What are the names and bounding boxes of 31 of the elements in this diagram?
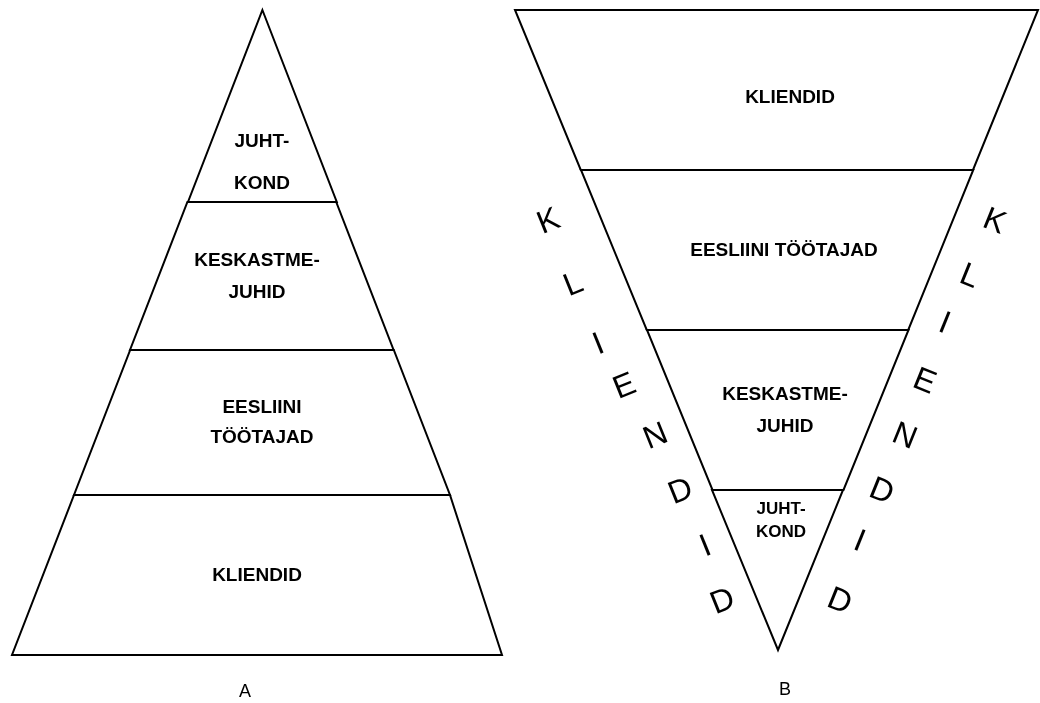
pyramid-band <box>186 9 338 203</box>
band-label: KESKASTME- JUHID <box>721 381 849 438</box>
band-label: JUHT- KOND <box>754 498 808 543</box>
side-letter: D <box>663 470 697 510</box>
band-label: KLIENDID <box>211 562 303 587</box>
side-letter: D <box>823 580 857 620</box>
figure-label: B <box>779 680 791 698</box>
side-letter: N <box>888 415 922 455</box>
pyramid-band <box>514 9 1039 171</box>
side-letter: K <box>532 201 564 239</box>
side-letter: D <box>705 580 739 620</box>
side-letter: L <box>558 264 588 302</box>
pyramid-band <box>73 349 451 496</box>
figure-label: A <box>239 682 251 700</box>
pyramid-band <box>11 494 503 656</box>
band-label: EESLIINI TÖÖTAJAD <box>209 394 315 449</box>
side-letter: N <box>638 415 672 455</box>
side-letter: E <box>909 361 941 399</box>
side-letter: I <box>934 305 956 339</box>
band-label: KESKASTME- JUHID <box>193 247 321 304</box>
side-letter: E <box>608 366 640 404</box>
pyramid-band <box>129 201 395 351</box>
band-label: KLIENDID <box>744 84 836 109</box>
side-letter: I <box>694 528 716 562</box>
side-letter: I <box>849 523 871 557</box>
band-label: EESLIINI TÖÖTAJAD <box>689 237 879 262</box>
band-label: JUHT- KOND <box>233 129 291 195</box>
side-letter: I <box>587 326 609 360</box>
side-letter: D <box>865 470 899 510</box>
side-letter: K <box>979 201 1011 239</box>
side-letter: L <box>955 256 985 294</box>
